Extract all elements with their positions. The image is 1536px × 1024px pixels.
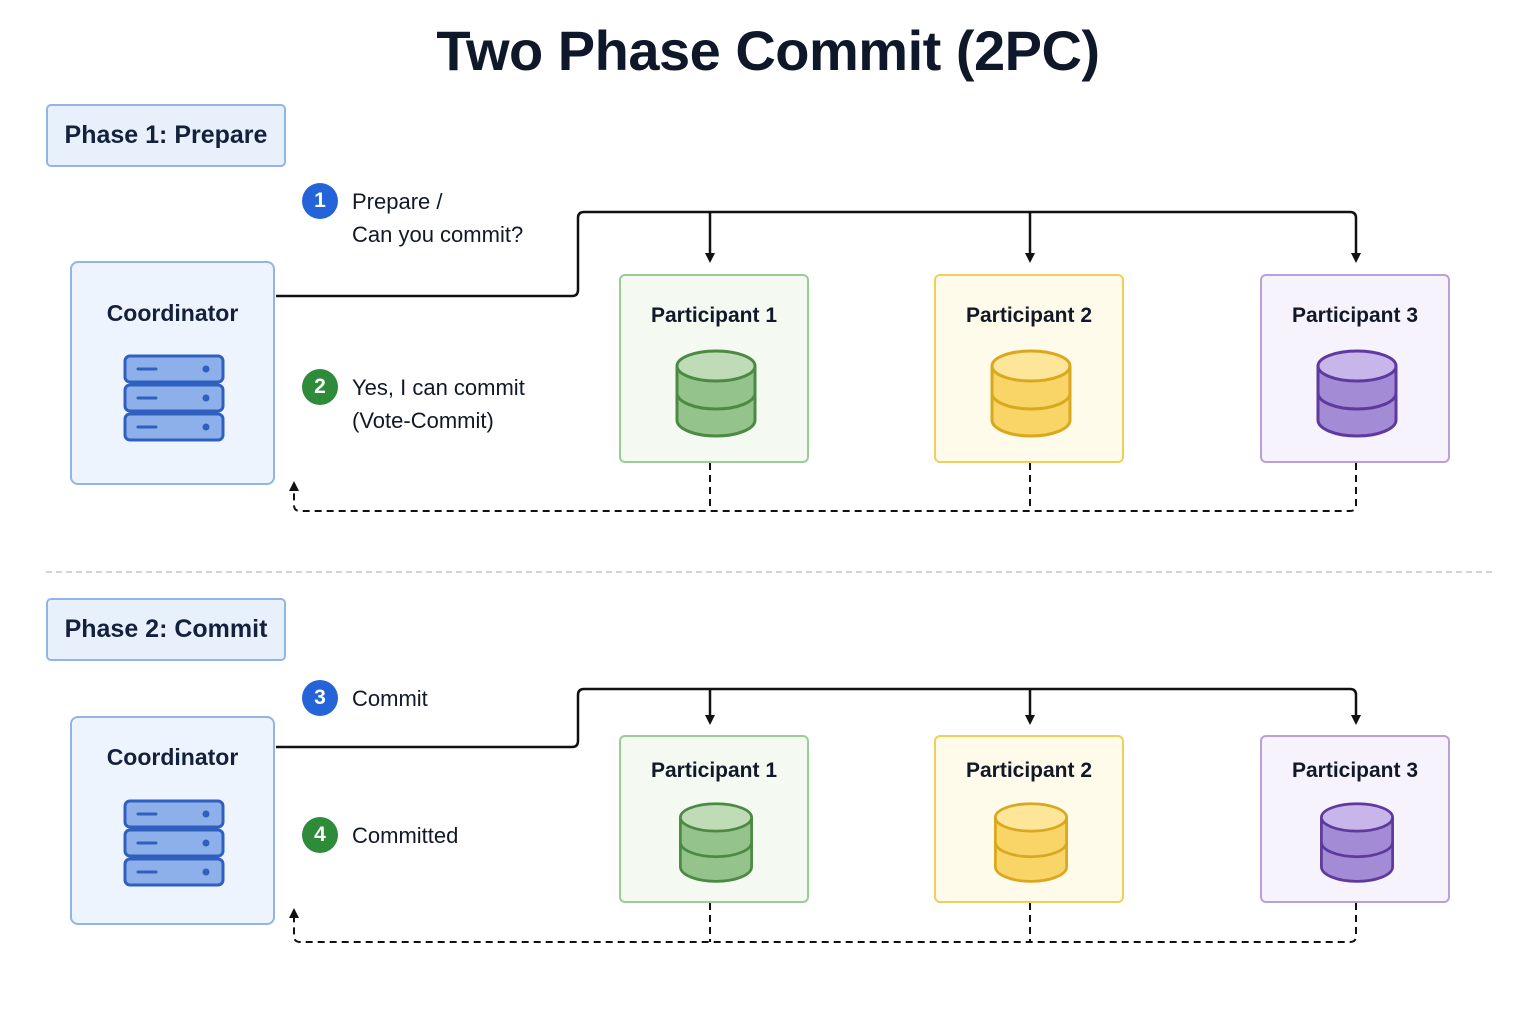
participant-3-phase-1: Participant 3: [1260, 274, 1450, 463]
prepare-request-arrows: [276, 210, 1361, 298]
step-4-badge: 4: [302, 817, 338, 853]
step-2-vote-commit: 2 Yes, I can commit (Vote-Commit): [302, 369, 525, 437]
database-icon: [990, 349, 1072, 438]
participant-label: Participant 3: [1291, 759, 1419, 782]
vote-response-arrows: [289, 463, 1357, 512]
participant-2-phase-1: Participant 2: [934, 274, 1124, 463]
server-icon: [123, 799, 225, 887]
participant-label: Participant 1: [650, 304, 778, 327]
coordinator-label: Coordinator: [106, 300, 239, 326]
step-4-committed: 4 Committed: [302, 817, 458, 853]
coordinator-label: Coordinator: [106, 744, 239, 770]
step-3-badge: 3: [302, 680, 338, 716]
diagram-title: Two Phase Commit (2PC): [436, 19, 1100, 82]
step-2-badge: 2: [302, 369, 338, 405]
phase-2-label: Phase 2: Commit: [46, 598, 286, 661]
participant-2-phase-2: Participant 2: [934, 735, 1124, 903]
commit-request-arrows: [276, 687, 1361, 749]
step-2-text-line-1: Yes, I can commit: [352, 375, 525, 400]
phase-divider: [46, 571, 1492, 573]
server-icon: [123, 354, 225, 442]
participant-1-phase-1: Participant 1: [619, 274, 809, 463]
participant-3-phase-2: Participant 3: [1260, 735, 1450, 903]
database-icon: [675, 349, 757, 438]
step-1-prepare: 1 Prepare / Can you commit?: [302, 183, 523, 251]
coordinator-phase-2: Coordinator: [70, 716, 275, 925]
database-icon: [1320, 802, 1394, 883]
step-1-text-line-2: Can you commit?: [352, 222, 524, 247]
step-1-text-line-1: Prepare /: [352, 189, 443, 214]
participant-label: Participant 2: [965, 304, 1093, 327]
step-3-text-line-1: Commit: [352, 686, 428, 711]
step-4-text-line-1: Committed: [352, 823, 459, 848]
phase-1-label: Phase 1: Prepare: [46, 104, 286, 167]
step-2-text-line-2: (Vote-Commit): [352, 408, 494, 433]
database-icon: [1316, 349, 1398, 438]
participant-label: Participant 1: [650, 759, 778, 782]
step-1-badge: 1: [302, 183, 338, 219]
step-3-commit: 3 Commit: [302, 680, 428, 716]
database-icon: [679, 802, 753, 883]
coordinator-phase-1: Coordinator: [70, 261, 275, 485]
participant-label: Participant 2: [965, 759, 1093, 782]
database-icon: [994, 802, 1068, 883]
participant-label: Participant 3: [1291, 304, 1419, 327]
committed-response-arrows: [289, 903, 1357, 943]
participant-1-phase-2: Participant 1: [619, 735, 809, 903]
